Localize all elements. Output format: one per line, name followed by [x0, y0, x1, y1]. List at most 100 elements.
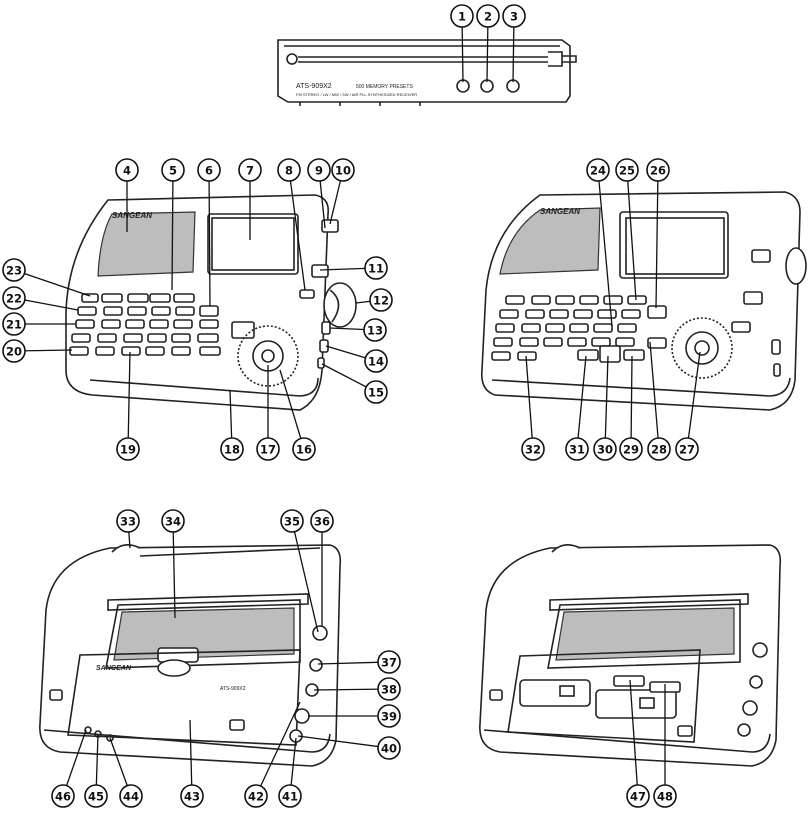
callout-number-35: 35 [284, 515, 300, 529]
callout-number-11: 11 [368, 262, 384, 276]
callout-circle-47 [626, 784, 650, 808]
leader-line-43 [189, 719, 193, 797]
callout-circle-33 [116, 509, 140, 533]
callout-circle-20 [2, 339, 26, 363]
callout-number-22: 22 [6, 292, 22, 306]
callout-10: 10 [331, 158, 355, 182]
callout-circle-48 [653, 784, 677, 808]
callout-circle-40 [377, 736, 401, 760]
callout-number-13: 13 [367, 324, 383, 338]
back-open-view [479, 544, 782, 767]
callout-circle-5 [161, 158, 185, 182]
callout-circle-11 [364, 256, 388, 280]
callout-20: 20 [2, 339, 26, 363]
callout-circle-28 [647, 437, 671, 461]
leader-line-26 [655, 169, 659, 309]
callout-circle-8 [277, 158, 301, 182]
leader-line-32 [525, 355, 534, 450]
callout-number-42: 42 [248, 790, 264, 804]
callout-13: 13 [363, 318, 387, 342]
callout-circle-46 [51, 784, 75, 808]
callout-30: 30 [593, 437, 617, 461]
callout-number-25: 25 [619, 164, 635, 178]
callout-number-44: 44 [123, 790, 139, 804]
callout-19: 19 [116, 437, 140, 461]
callout-number-8: 8 [285, 164, 293, 178]
callout-41: 41 [278, 784, 302, 808]
callout-number-24: 24 [590, 164, 606, 178]
callout-15: 15 [364, 380, 388, 404]
callout-circle-27 [675, 437, 699, 461]
callout-circle-16 [292, 437, 316, 461]
callout-circle-42 [244, 784, 268, 808]
callout-17: 17 [256, 437, 280, 461]
callout-number-37: 37 [381, 656, 397, 670]
callout-number-6: 6 [205, 164, 213, 178]
callout-circle-4 [115, 158, 139, 182]
callout-42: 42 [244, 784, 268, 808]
callout-24: 24 [586, 158, 610, 182]
callout-28: 28 [647, 437, 671, 461]
callout-circle-21 [2, 312, 26, 336]
callout-3: 3 [502, 4, 526, 28]
callout-number-40: 40 [381, 742, 397, 756]
callout-number-28: 28 [651, 443, 667, 457]
callout-circle-25 [615, 158, 639, 182]
callout-number-15: 15 [368, 386, 384, 400]
callout-44: 44 [119, 784, 143, 808]
front-left-view: SANGEAN [65, 194, 357, 411]
callout-47: 47 [626, 784, 650, 808]
callout-circle-37 [377, 650, 401, 674]
callout-14: 14 [364, 349, 388, 373]
leader-line-16 [279, 369, 305, 450]
callout-circle-24 [586, 158, 610, 182]
callout-circle-1 [450, 4, 474, 28]
callout-40: 40 [377, 736, 401, 760]
callout-number-47: 47 [630, 790, 646, 804]
callout-circle-41 [278, 784, 302, 808]
callout-number-5: 5 [169, 164, 177, 178]
callout-number-31: 31 [569, 443, 585, 457]
callout-circle-32 [521, 437, 545, 461]
callout-number-41: 41 [282, 790, 298, 804]
callout-circle-13 [363, 318, 387, 342]
callout-circle-3 [502, 4, 526, 28]
callout-21: 21 [2, 312, 26, 336]
callout-29: 29 [619, 437, 643, 461]
callout-31: 31 [565, 437, 589, 461]
callout-circle-23 [2, 258, 26, 282]
callout-circle-39 [377, 704, 401, 728]
callout-23: 23 [2, 258, 26, 282]
callout-22: 22 [2, 286, 26, 310]
leader-line-6 [208, 169, 211, 307]
callout-circle-17 [256, 437, 280, 461]
callout-number-34: 34 [165, 515, 181, 529]
brand-logo-back: SANGEAN [96, 665, 132, 672]
callout-circle-26 [646, 158, 670, 182]
callout-number-4: 4 [123, 164, 131, 178]
callout-number-1: 1 [458, 10, 466, 24]
callout-1: 1 [450, 4, 474, 28]
leader-line-29 [630, 355, 633, 450]
memory-note-top: 500 MEMORY PRESETS [356, 84, 413, 90]
callout-circle-45 [84, 784, 108, 808]
leader-line-5 [171, 169, 174, 291]
callout-number-17: 17 [260, 443, 276, 457]
callout-number-7: 7 [246, 164, 254, 178]
callout-number-2: 2 [484, 10, 492, 24]
leader-line-19 [127, 351, 131, 450]
leader-line-23 [13, 269, 91, 297]
callout-circle-18 [220, 437, 244, 461]
callout-37: 37 [377, 650, 401, 674]
callout-circle-15 [364, 380, 388, 404]
callout-45: 45 [84, 784, 108, 808]
callout-39: 39 [377, 704, 401, 728]
leader-line-42 [255, 701, 301, 797]
model-label-top: ATS-909X2 [296, 83, 332, 90]
brand-logo-front-right: SANGEAN [540, 207, 580, 216]
leader-line-47 [629, 679, 639, 797]
callout-circle-38 [377, 677, 401, 701]
callout-7: 7 [238, 158, 262, 182]
